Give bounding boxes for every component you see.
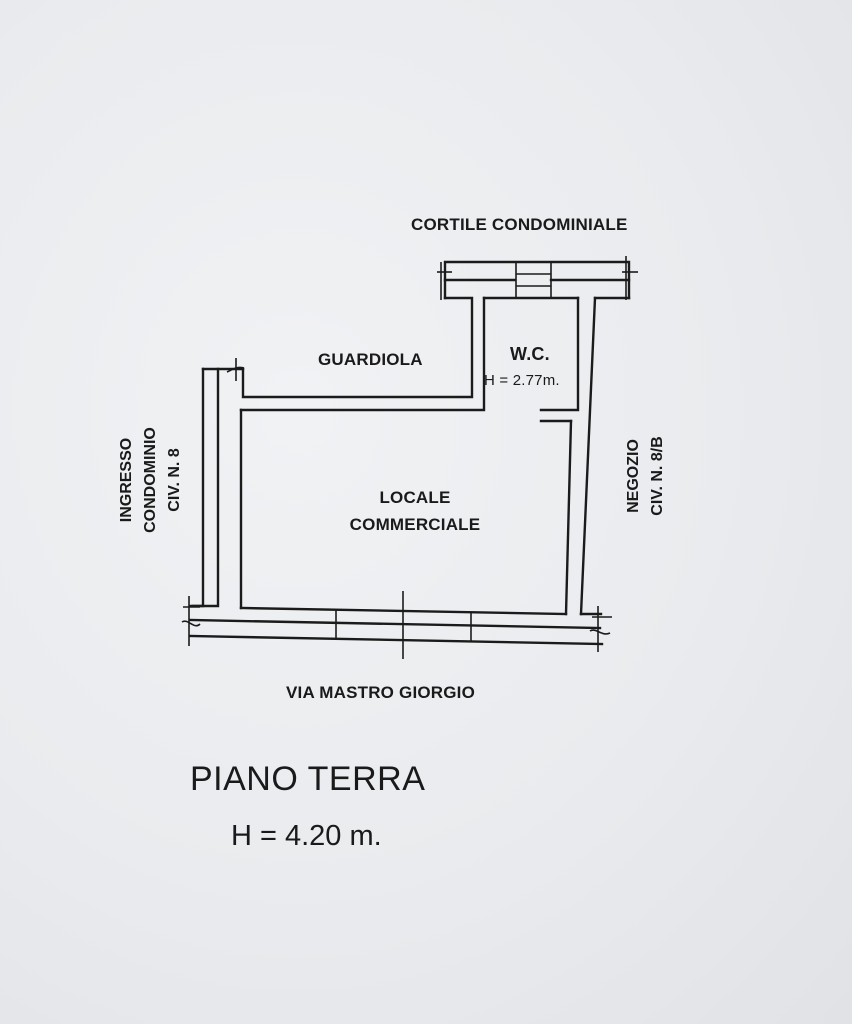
- right-label-negozio: NEGOZIO CIV. N. 8/B: [622, 414, 670, 538]
- top-label-cortile: CORTILE CONDOMINIALE: [411, 215, 628, 234]
- locale-line-1: LOCALE: [379, 488, 451, 507]
- top-wall: [443, 260, 631, 300]
- left-wall: [188, 367, 245, 608]
- right-label-line-2: CIV. N. 8/B: [649, 436, 666, 516]
- top-window: [515, 261, 552, 299]
- floor-title: PIANO TERRA: [190, 760, 426, 798]
- locale-line-2: COMMERCIALE: [349, 515, 481, 534]
- wc-height-label: H = 2.77m.: [484, 372, 560, 389]
- room-label-wc: W.C.: [510, 344, 550, 364]
- right-label-line-1: NEGOZIO: [625, 439, 642, 513]
- floor-height: H = 4.20 m.: [231, 820, 382, 852]
- left-label-line-1: INGRESSO: [118, 437, 135, 523]
- room-label-guardiola: GUARDIOLA: [318, 350, 423, 369]
- right-wall: [564, 296, 631, 616]
- room-label-locale-commerciale: LOCALE COMMERCIALE: [320, 484, 510, 538]
- bottom-label-street: VIA MASTRO GIORGIO: [286, 683, 476, 702]
- wc-walls: [482, 296, 580, 423]
- left-label-line-2: CONDOMINIO: [142, 427, 159, 533]
- break-symbols: [181, 256, 638, 652]
- bottom-wall: [188, 591, 604, 659]
- left-label-line-3: CIV. N. 8: [166, 448, 183, 512]
- left-label-ingresso-condominio: INGRESSO CONDOMINIO CIV. N. 8: [115, 415, 187, 545]
- guardiola-walls: [239, 296, 486, 610]
